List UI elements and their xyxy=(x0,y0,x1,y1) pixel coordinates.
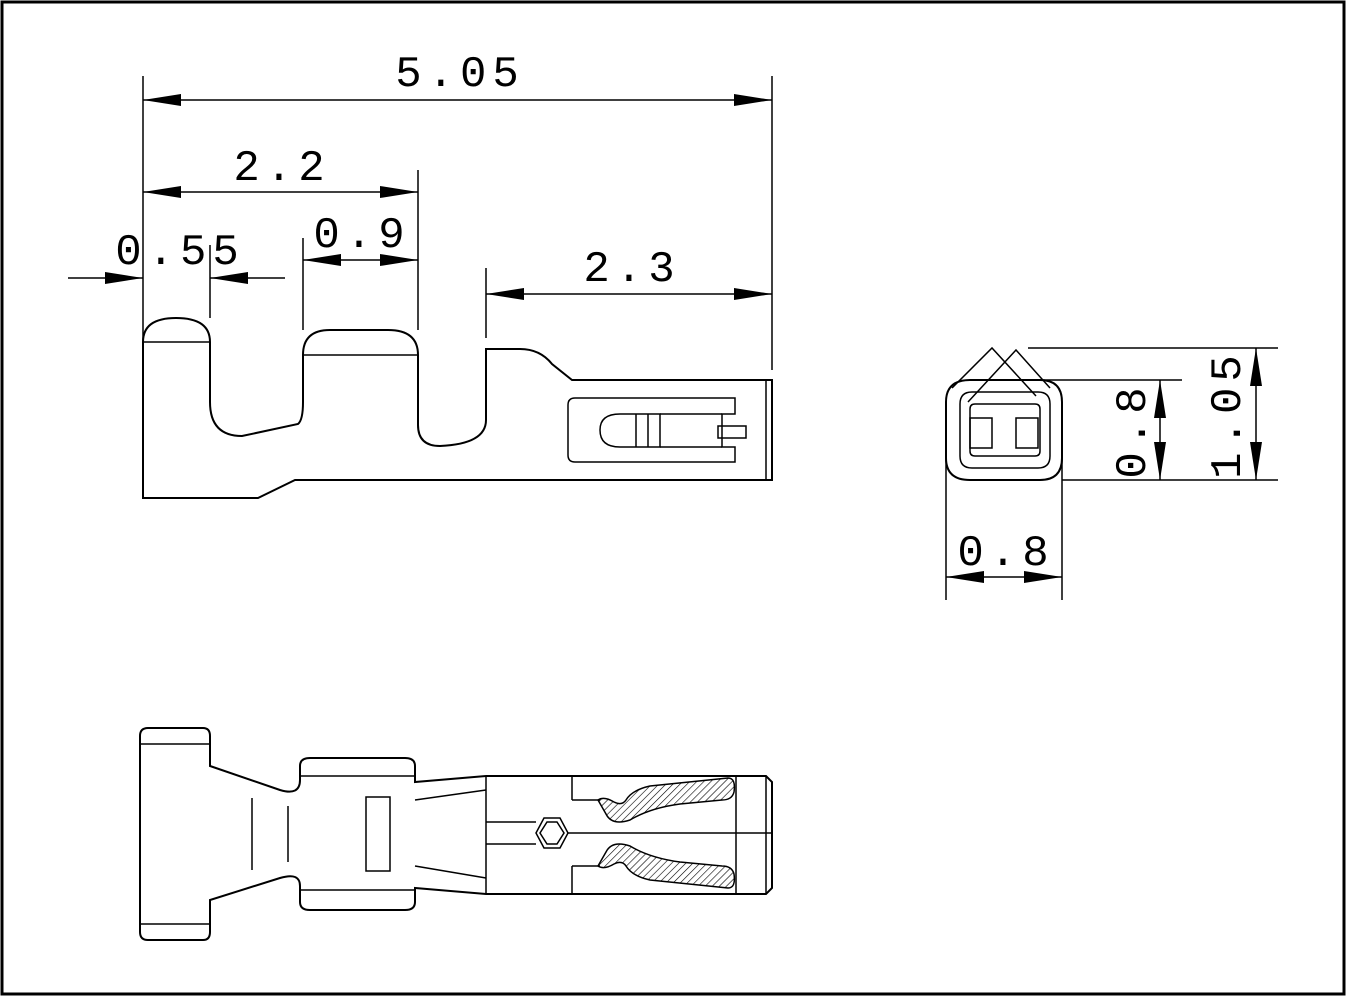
end-view: 0.8 0.8 1.05 xyxy=(945,346,1278,600)
dimension-label-end-width: 0.8 xyxy=(957,529,1054,579)
dimension-label-insulation-barrel: 0.55 xyxy=(115,228,245,278)
end-view-contact-left xyxy=(969,417,993,449)
end-view-inner-square xyxy=(959,391,1051,469)
locking-lance xyxy=(599,413,661,448)
end-view-contact-right xyxy=(1015,417,1039,449)
terminal-body-outline xyxy=(142,316,773,499)
dimension-end-inner-height: 0.8 xyxy=(1109,380,1166,480)
dimension-insulation-barrel: 0.55 xyxy=(68,228,285,284)
end-view-cavity xyxy=(969,403,1041,457)
end-view-outer-square xyxy=(945,379,1063,481)
dimension-label-end-inner-height: 0.8 xyxy=(1109,381,1159,478)
top-view-line-g xyxy=(414,789,487,801)
dimension-label-wire-barrel: 0.9 xyxy=(313,211,410,261)
lance-slot xyxy=(717,425,747,439)
top-view-hex-inner xyxy=(539,821,565,845)
dimension-label-overall-length: 5.05 xyxy=(395,50,525,100)
dimension-label-end-overall-height: 1.05 xyxy=(1204,349,1254,479)
dimension-contact-length: 2.3 xyxy=(486,245,772,300)
dimension-overall-length: 5.05 xyxy=(143,50,772,106)
dimension-label-contact-length: 2.3 xyxy=(583,245,680,295)
dimension-wire-barrel: 0.9 xyxy=(303,211,418,266)
top-view-outline xyxy=(139,727,773,941)
top-view-slot xyxy=(365,796,391,872)
end-view-lance-2 xyxy=(967,348,1051,403)
dimension-end-width: 0.8 xyxy=(946,529,1062,583)
end-view-lance-1 xyxy=(951,346,1037,397)
top-view-hatched-spring-upper xyxy=(597,777,736,823)
dimension-crimp-length: 2.2 xyxy=(143,144,418,198)
top-view xyxy=(139,727,773,941)
top-view-hatched-spring-lower xyxy=(597,843,736,889)
side-view: 5.05 2.2 0.55 0.9 2.3 xyxy=(68,50,773,499)
locking-lance-window xyxy=(567,397,736,463)
dimension-label-crimp-length: 2.2 xyxy=(233,144,330,194)
dimension-end-overall-height: 1.05 xyxy=(1204,348,1262,480)
top-view-line-h xyxy=(414,865,487,879)
